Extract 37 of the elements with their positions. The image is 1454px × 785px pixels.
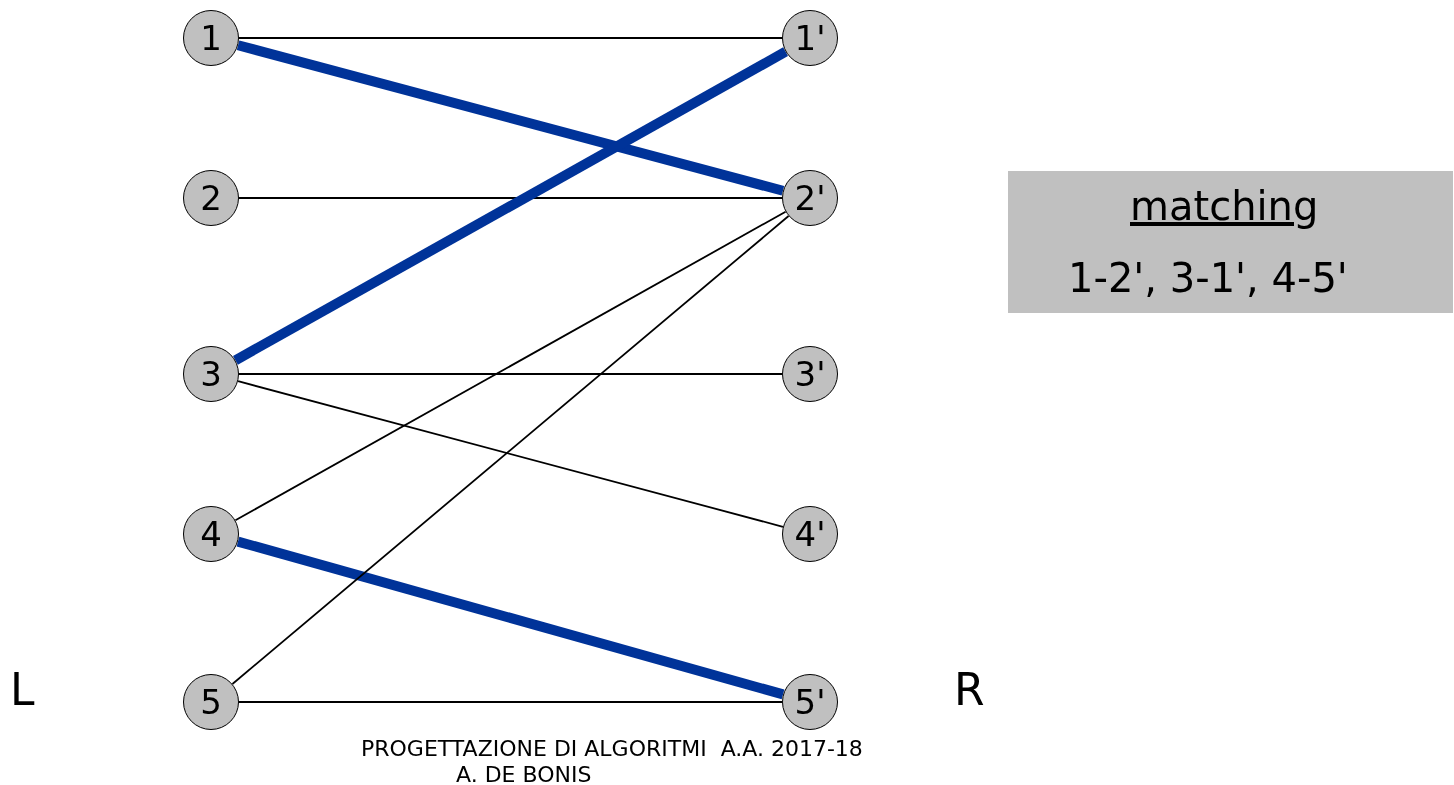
matching-list: 1-2', 3-1', 4-5' <box>1068 255 1348 301</box>
edge-line <box>237 380 784 528</box>
matching-panel <box>1008 171 1453 313</box>
vertex-circle <box>782 170 838 226</box>
vertex-label: 1 <box>200 18 222 58</box>
vertex-circle <box>782 506 838 562</box>
vertex-circle <box>183 674 239 730</box>
matching-edge <box>236 40 785 196</box>
matching-edge <box>236 536 785 700</box>
vertex-label: 5 <box>200 682 222 722</box>
vertex-circle <box>782 10 838 66</box>
vertex-label: 3 <box>200 354 222 394</box>
matching-edge <box>232 47 789 365</box>
vertex-circle <box>782 346 838 402</box>
vertex-label: 3' <box>794 354 826 394</box>
vertex-label: 5' <box>794 682 826 722</box>
panel-heading: matching <box>1130 183 1319 229</box>
vertex-label: 4' <box>794 514 826 554</box>
footer-text: PROGETTAZIONE DI ALGORITMI A.A. 2017-18 <box>361 736 863 761</box>
vertex-circle <box>183 170 239 226</box>
edge-line <box>238 37 783 39</box>
footer-text: A. DE BONIS <box>456 762 592 785</box>
edge-line <box>238 373 783 375</box>
set-label: R <box>954 664 985 715</box>
vertex-label: 2 <box>200 178 222 218</box>
vertex-circle <box>183 346 239 402</box>
vertex-circle <box>782 674 838 730</box>
vertex-label: 2' <box>794 178 826 218</box>
edge-line <box>238 197 783 199</box>
vertex-circle <box>183 10 239 66</box>
vertex-label: 1' <box>794 18 826 58</box>
edge-line <box>234 210 787 522</box>
set-label: L <box>10 664 35 715</box>
edge-line <box>238 701 783 703</box>
edge-line <box>231 215 790 685</box>
vertex-circle <box>183 506 239 562</box>
vertex-label: 4 <box>200 514 222 554</box>
